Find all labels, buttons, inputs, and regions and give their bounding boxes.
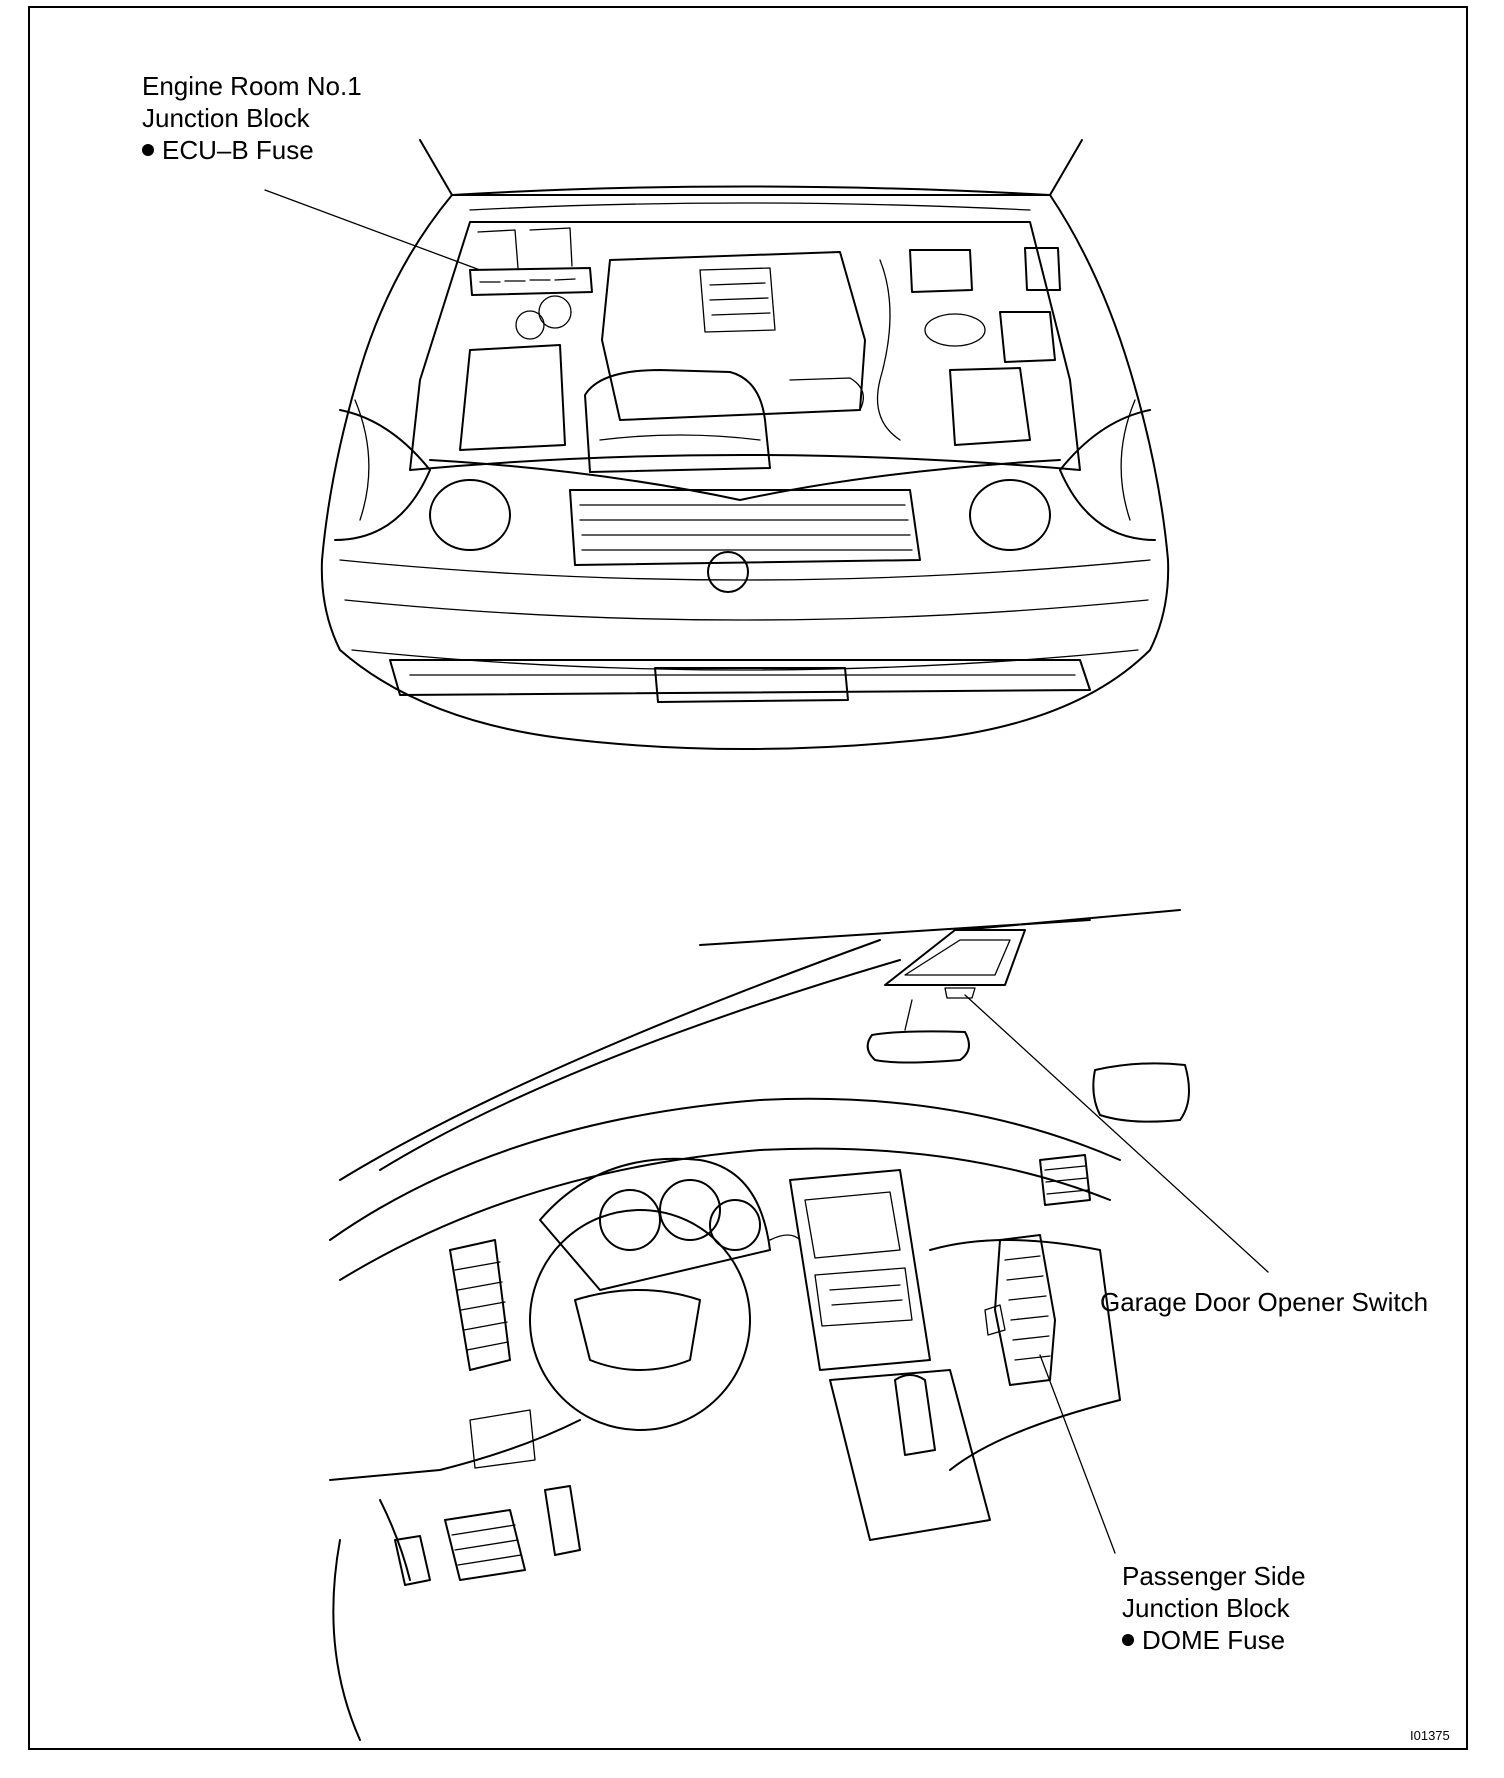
figure-id: I01375 [1410, 1728, 1450, 1743]
passenger-side-callout: Passenger Side Junction Block DOME Fuse [1122, 1560, 1306, 1656]
diagram-frame [28, 6, 1468, 1750]
passenger-side-leader-line [1039, 1354, 1116, 1554]
bullet-icon [1122, 1634, 1134, 1646]
engine-room-leader-line [264, 189, 481, 271]
engine-room-fuse: ECU–B Fuse [162, 135, 314, 165]
bullet-icon [142, 144, 154, 156]
engine-room-title: Engine Room No.1 [142, 71, 362, 101]
engine-room-subtitle: Junction Block [142, 103, 310, 133]
engine-room-callout: Engine Room No.1 Junction Block ECU–B Fu… [142, 70, 362, 166]
passenger-side-title: Passenger Side [1122, 1561, 1306, 1591]
engine-bay-illustration [320, 139, 1170, 750]
dashboard-illustration [329, 909, 1190, 1741]
passenger-side-fuse: DOME Fuse [1142, 1625, 1286, 1655]
garage-door-label: Garage Door Opener Switch [1100, 1287, 1429, 1317]
garage-door-leader-line [964, 994, 1269, 1273]
passenger-side-subtitle: Junction Block [1122, 1593, 1290, 1623]
garage-door-callout: Garage Door Opener Switch [1100, 1286, 1428, 1318]
